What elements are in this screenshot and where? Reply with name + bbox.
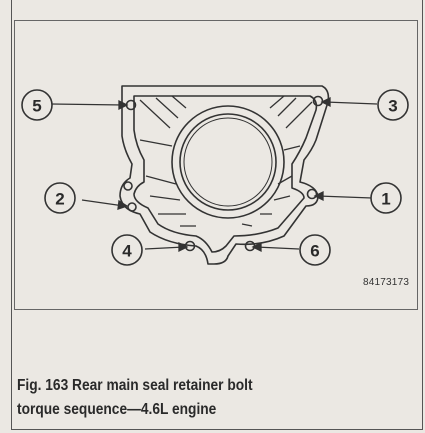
caption-line-2: torque sequence—4.6L engine xyxy=(17,401,217,418)
diagram-box xyxy=(14,20,418,310)
bolt-hole-2 xyxy=(123,181,133,191)
callout-1-label: 1 xyxy=(381,190,390,209)
seal-bore-inner xyxy=(179,113,277,211)
callout-3-circle xyxy=(377,89,409,121)
callout-4-label: 4 xyxy=(122,242,132,261)
bolt-hole-3 xyxy=(312,95,324,107)
retainer-inner-outline xyxy=(133,95,318,253)
retainer-outline xyxy=(119,85,330,265)
callout-4-circle xyxy=(111,234,143,266)
bolt-hole-6 xyxy=(244,240,256,252)
callout-5-label: 5 xyxy=(32,97,41,116)
callout-2-circle xyxy=(44,182,76,214)
callout-3-label: 3 xyxy=(388,97,397,116)
callout-6-label: 6 xyxy=(310,242,319,261)
figure-id: 84173173 xyxy=(363,277,410,288)
outer-frame xyxy=(11,0,423,430)
callout-5-circle xyxy=(21,89,53,121)
callout-1-circle xyxy=(370,182,402,214)
figure-caption: Fig. 163 Rear main seal retainer bolt to… xyxy=(17,374,357,422)
callout-2-label: 2 xyxy=(55,190,64,209)
bolt-hole-1 xyxy=(306,188,318,200)
callout-6-circle xyxy=(299,234,331,266)
seal-bore-outer xyxy=(171,105,285,219)
caption-line-1: Fig. 163 Rear main seal retainer bolt xyxy=(17,377,253,394)
